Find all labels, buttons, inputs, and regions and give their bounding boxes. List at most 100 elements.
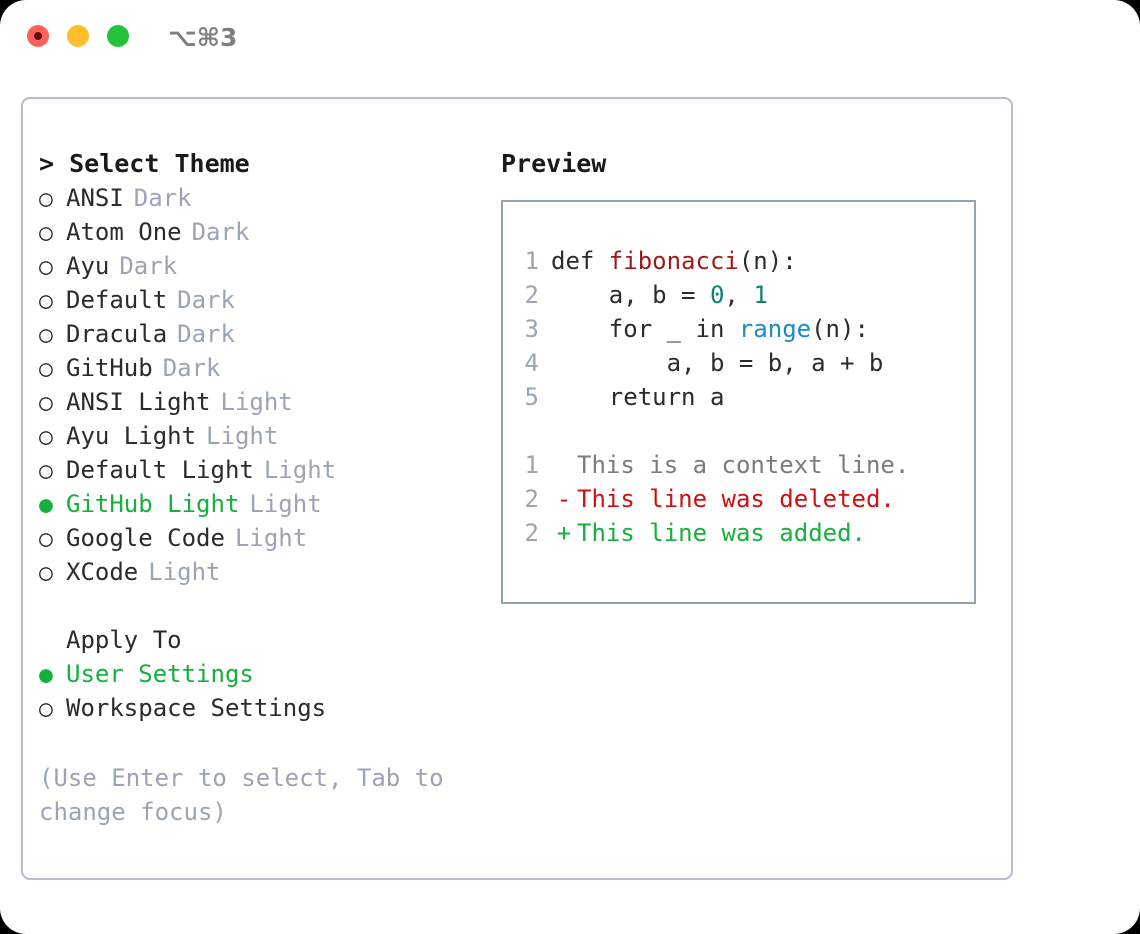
radio-unselected-icon[interactable]: ○ [39,526,53,552]
code-diff-separator [513,414,974,448]
diff-text: This line was added. [577,519,866,547]
code-line: 4 a, b = b, a + b [513,346,974,380]
theme-name: Google Code [66,524,225,552]
code-text: return a [551,380,725,414]
code-text: a, b = 0, 1 [551,278,768,312]
theme-name: Ayu [66,252,110,280]
diff-text: This line was deleted. [577,485,895,513]
theme-category-tag: Light [220,388,293,416]
radio-unselected-icon[interactable]: ○ [39,288,53,314]
line-number: 1 [524,451,539,479]
code-line: 1 def fibonacci(n): [513,244,974,278]
code-text: a, b = b, a + b [551,346,884,380]
diff-line: 1 This is a context line. [513,448,974,482]
theme-list-item[interactable]: ○ Ayu Light Light [39,419,489,453]
theme-category-tag: Dark [177,320,235,348]
theme-category-tag: Dark [177,286,235,314]
apply-to-label: Workspace Settings [66,694,327,722]
apply-to-item[interactable]: ● User Settings [39,657,489,691]
theme-name: Default Light [66,456,254,484]
diff-line: 2-This line was deleted. [513,482,974,516]
line-number: 1 [524,247,539,275]
theme-name: ANSI [66,184,124,212]
code-token: (n): [738,247,797,275]
theme-category-tag: Dark [119,252,178,280]
line-number: 5 [524,383,539,411]
close-icon[interactable] [27,25,49,47]
apply-to-item[interactable]: ○ Workspace Settings [39,691,489,725]
code-line: 2 a, b = 0, 1 [513,278,974,312]
code-token: a, b = b, a + b [551,349,884,377]
diff-line: 2+This line was added. [513,516,974,550]
radio-unselected-icon[interactable]: ○ [39,254,53,280]
theme-name: Dracula [66,320,168,348]
theme-list-item[interactable]: ○ Dracula Dark [39,317,489,351]
code-line: 5 return a [513,380,974,414]
radio-unselected-icon[interactable]: ○ [39,322,53,348]
diff-text: This is a context line. [577,451,910,479]
theme-list-item[interactable]: ○ Default Light Light [39,453,489,487]
theme-name: Ayu Light [66,422,197,450]
code-text: for _ in range(n): [551,312,869,346]
radio-selected-icon[interactable]: ● [39,492,53,518]
keyboard-shortcut-label: ⌥⌘3 [168,23,238,52]
line-number: 3 [524,315,539,343]
preview-title: Preview [501,149,607,178]
line-number: 2 [524,281,539,309]
diff-marker [551,448,577,482]
code-text: def fibonacci(n): [551,244,797,278]
theme-list-item[interactable]: ○ Ayu Dark [39,249,489,283]
theme-list-item[interactable]: ○ Atom One Dark [39,215,489,249]
radio-unselected-icon[interactable]: ○ [39,186,53,212]
maximize-icon[interactable] [107,25,129,47]
radio-unselected-icon[interactable]: ○ [39,220,53,246]
code-token: range [738,315,812,343]
window-controls [27,25,129,47]
radio-unselected-icon[interactable]: ○ [39,424,53,450]
list-spacer [39,589,489,623]
theme-name: XCode [66,558,139,586]
code-token: for _ in [551,315,739,343]
theme-category-tag: Dark [162,354,221,382]
theme-name: Atom One [66,218,182,246]
theme-name: ANSI Light [66,388,211,416]
line-number: 2 [524,485,539,513]
radio-unselected-icon[interactable]: ○ [39,390,53,416]
apply-to-header: Apply To [66,626,182,654]
select-theme-header: > Select Theme [39,149,250,178]
line-number: 4 [524,349,539,377]
apply-to-list[interactable]: ● User Settings ○ Workspace Settings [39,657,489,725]
radio-selected-icon[interactable]: ● [39,662,53,688]
apply-to-label: User Settings [66,660,254,688]
theme-category-tag: Light [263,456,337,484]
theme-list-item[interactable]: ○ ANSI Light Light [39,385,489,419]
theme-list-item[interactable]: ○ XCode Light [39,555,489,589]
code-token: a, b = [551,281,710,309]
minimize-icon[interactable] [67,25,89,47]
diff-sample: 1 This is a context line.2-This line was… [513,448,974,550]
radio-unselected-icon[interactable]: ○ [39,696,53,722]
theme-category-tag: Light [148,558,221,586]
radio-unselected-icon[interactable]: ○ [39,458,53,484]
radio-unselected-icon[interactable]: ○ [39,356,53,382]
code-token: 0 [709,281,725,309]
title-bar: ⌥⌘3 [0,0,1140,78]
code-token: fibonacci [608,247,739,275]
theme-category-tag: Light [206,422,279,450]
theme-category-tag: Light [249,490,322,518]
code-token: return a [551,383,725,411]
radio-unselected-icon[interactable]: ○ [39,560,53,586]
theme-category-tag: Dark [191,218,250,246]
